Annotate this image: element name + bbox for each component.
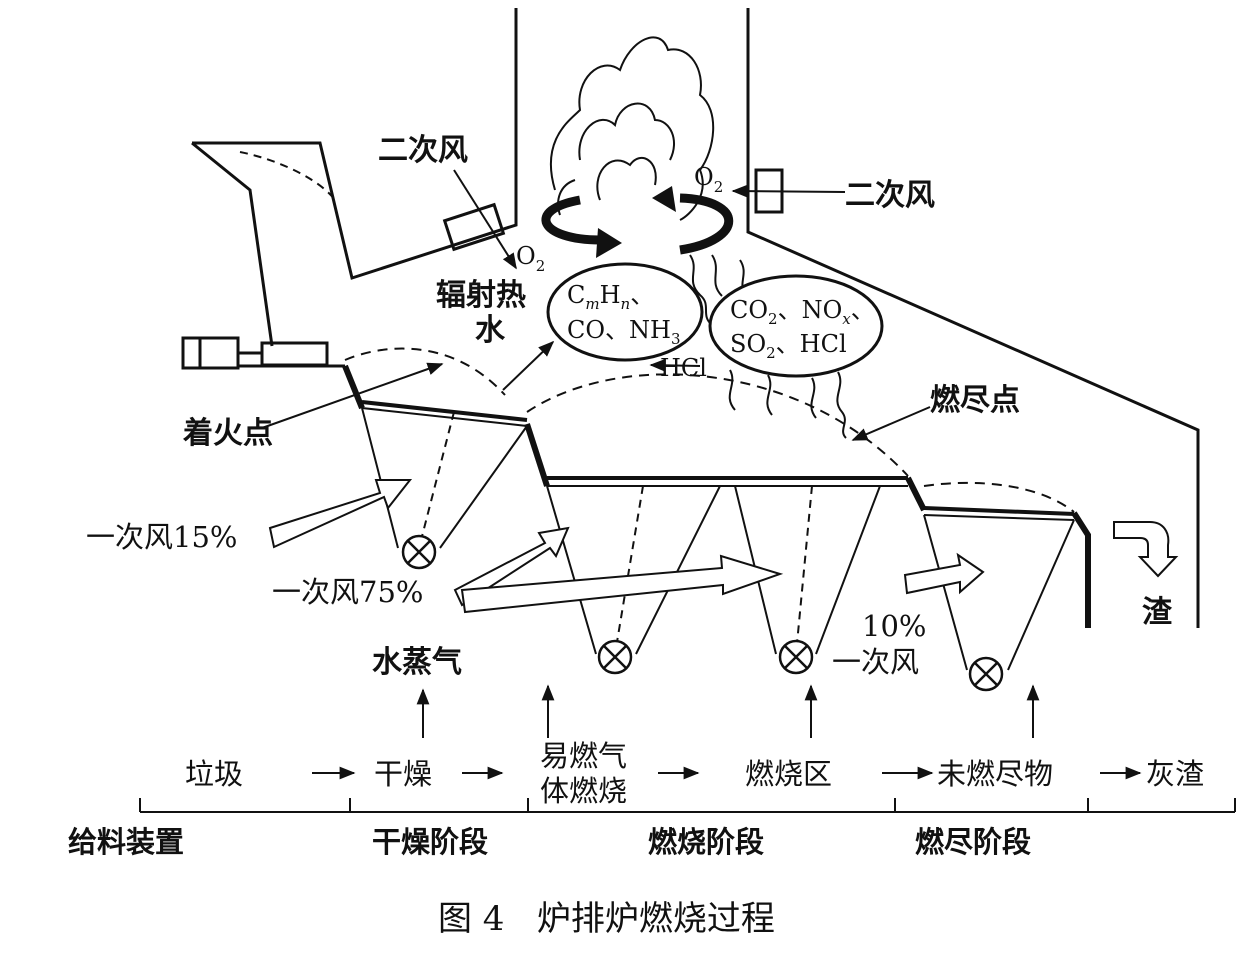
gas-left-line1: CmHn、 <box>567 281 654 313</box>
chimney-right-wall <box>746 8 1200 628</box>
primary-air-arrows <box>268 479 985 614</box>
flow-item-waste: 垃圾 <box>185 757 243 791</box>
stage-drying: 干燥阶段 <box>372 825 488 859</box>
roller-1-icon <box>401 534 437 570</box>
swirl-arrows-icon <box>541 193 734 255</box>
stage-combustion: 燃烧阶段 <box>648 825 764 859</box>
radiant-water-label: 水 <box>475 313 506 348</box>
stage-burnout: 燃尽阶段 <box>915 825 1031 859</box>
slag-arrow-icon <box>1113 521 1179 578</box>
o2-label-right: O2 <box>694 163 723 196</box>
secondary-air-left-label: 二次风 <box>378 133 468 168</box>
gas-right-line2: SO2、HCl <box>730 330 847 362</box>
hcl-label: HCl <box>660 354 707 382</box>
flow-item-drying: 干燥 <box>374 757 432 791</box>
flow-item-combustion-zone: 燃烧区 <box>745 757 832 791</box>
slag-label: 渣 <box>1142 595 1173 630</box>
o2-label-left: O2 <box>516 242 545 275</box>
gas-right-line1: CO2、NOx、 <box>730 296 875 328</box>
feeder-ram-piston <box>260 341 329 367</box>
flow-item-ash: 灰渣 <box>1146 757 1204 791</box>
primary-air-10-label: 一次风 <box>832 645 919 679</box>
grate <box>342 364 1091 671</box>
radiant-heat-label: 辐射热 <box>436 278 526 313</box>
roller-3-icon <box>778 639 814 675</box>
gas-ellipse-right <box>708 274 884 378</box>
flow-item-unburnt: 未燃尽物 <box>937 757 1053 791</box>
feeder-ram-cylinder <box>181 336 240 370</box>
primary-air-15-label: 一次风15% <box>86 520 237 554</box>
secondary-air-right-label: 二次风 <box>845 178 935 213</box>
stage-feeder: 给料装置 <box>68 825 184 859</box>
gas-left-line2: CO、NH3 <box>567 316 681 348</box>
secondary-air-nozzle-left <box>442 202 506 252</box>
flow-item-gas-combustion-line1: 易燃气 <box>540 739 627 773</box>
figure-caption: 图 4 炉排炉燃烧过程 <box>438 899 775 939</box>
primary-air-15-arrow <box>268 479 413 549</box>
roller-4-icon <box>968 656 1004 692</box>
swirl-arrowhead-right-icon <box>652 186 676 212</box>
annotation-arrows <box>261 169 931 441</box>
burnout-point-label: 燃尽点 <box>930 383 1020 418</box>
feed-hopper <box>192 8 518 280</box>
flow-item-gas-combustion-line2: 体燃烧 <box>540 774 627 808</box>
flame-icon <box>549 36 847 439</box>
stage-brackets <box>139 798 1236 813</box>
water-vapor-label: 水蒸气 <box>372 645 462 680</box>
hopper-chute <box>191 141 274 347</box>
swirl-arrowhead-left-icon <box>596 228 622 258</box>
ignition-point-label: 着火点 <box>183 416 273 451</box>
primary-air-75-label: 一次风75% <box>272 575 423 609</box>
waste-bed-profile <box>344 347 1075 513</box>
vapor-release-arrows <box>416 684 1040 738</box>
grate-rollers <box>401 534 1004 692</box>
primary-air-10-arrow <box>903 552 985 595</box>
gas-ellipse-left <box>546 262 704 362</box>
primary-air-10-pct-label: 10% <box>862 609 926 643</box>
roller-2-icon <box>597 639 633 675</box>
primary-air-75-arrow-b <box>460 554 784 614</box>
